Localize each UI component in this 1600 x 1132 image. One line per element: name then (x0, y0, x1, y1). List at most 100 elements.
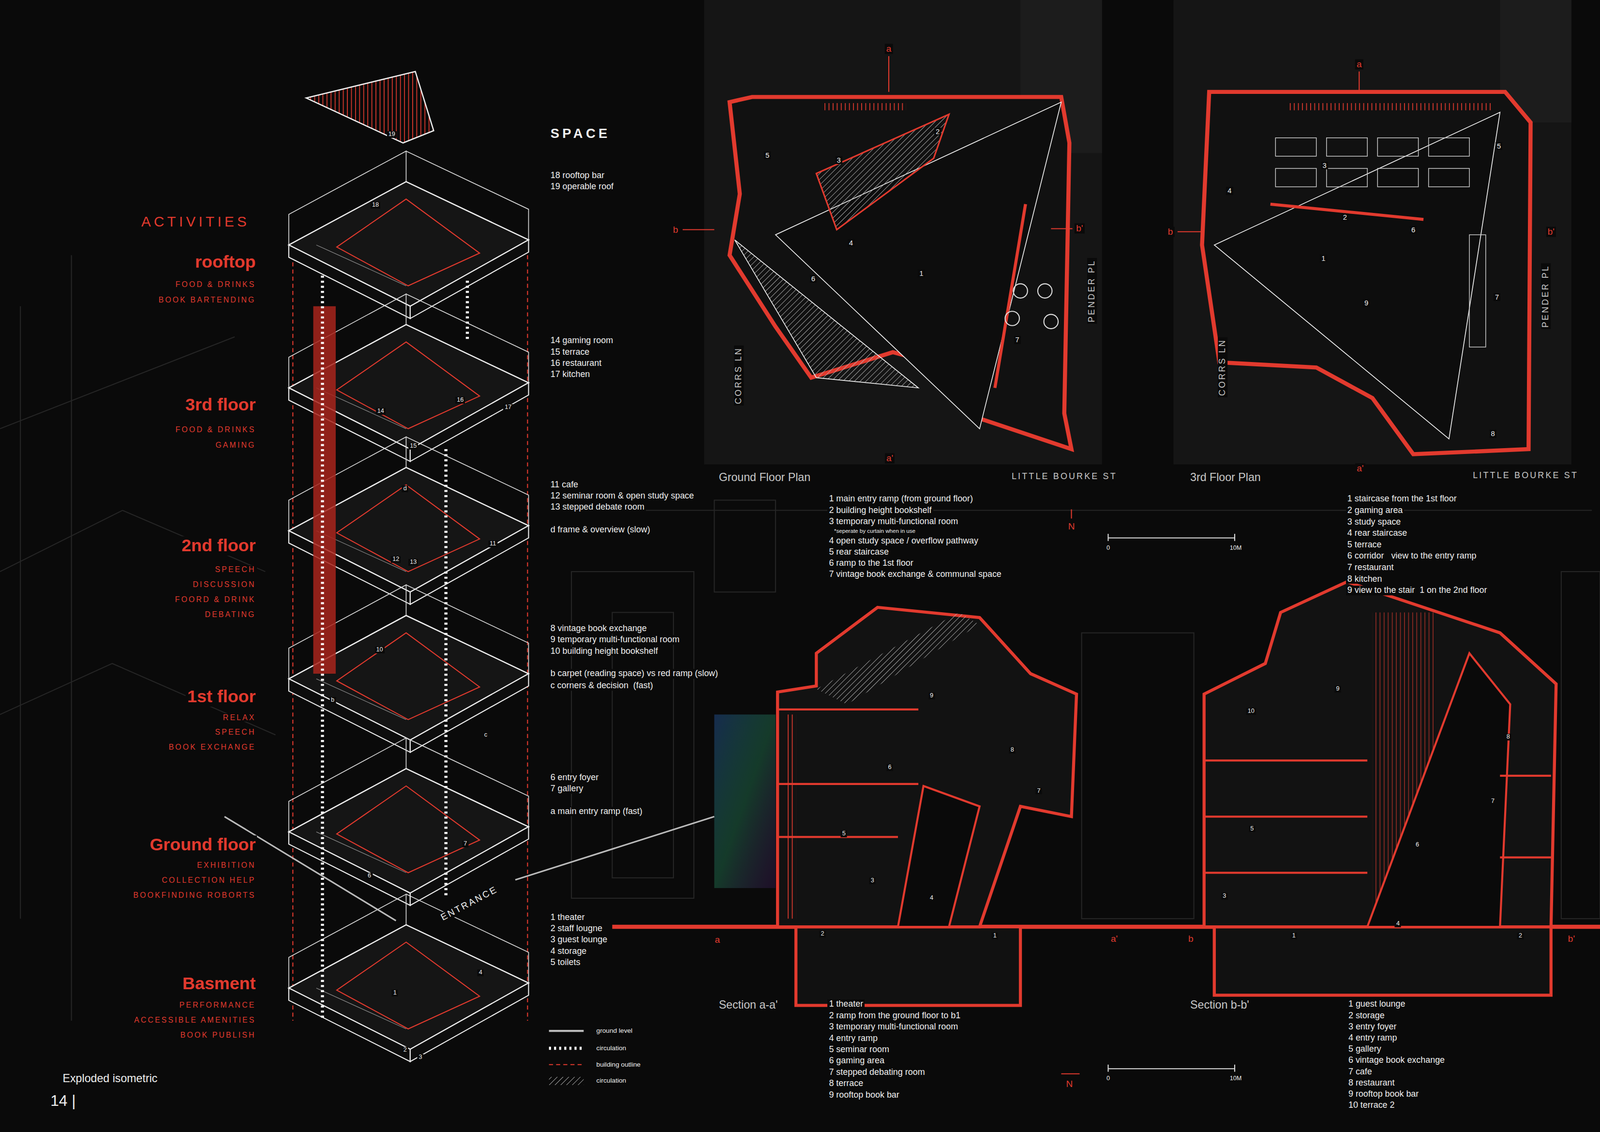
ground-floor-plan (888, 56, 890, 92)
section-marker: a' (1355, 463, 1365, 474)
scale-label: 10M (1228, 544, 1244, 552)
section-marker: a' (1109, 933, 1120, 944)
callout-number: 1 (917, 269, 925, 278)
key-item: 4 entry ramp (827, 1033, 880, 1044)
callout-number: 9 (1362, 299, 1370, 307)
key-item: 4 open study space / overflow pathway (827, 536, 980, 546)
space-item: b carpet (reading space) vs red ramp (sl… (549, 668, 720, 679)
scale-bars (1107, 537, 1235, 539)
activity-item: EXHIBITION (195, 861, 257, 870)
callout-number: 2 (402, 1046, 409, 1054)
third-floor-plan (1358, 71, 1360, 92)
callout-number: 6 (366, 872, 373, 880)
callout-number: 1 (991, 932, 999, 940)
key-item: 7 restaurant (1345, 562, 1396, 573)
plan-context (703, 0, 1572, 465)
ground-floor-plan (1013, 283, 1028, 299)
key-item: 3 temporary multi-functional room (827, 1021, 960, 1032)
sections (795, 926, 1021, 1005)
key-item: 6 corridor view to the entry ramp (1345, 551, 1479, 562)
city-context (0, 510, 266, 572)
plan-title: 3rd Floor Plan (1188, 471, 1263, 484)
exploded-isometric (313, 306, 336, 674)
key-item: 5 rear staircase (827, 547, 890, 557)
callout-number: d (402, 485, 409, 493)
ground-floor-plan (682, 56, 1073, 449)
scale-bars (1061, 1073, 1080, 1075)
exploded-isometric (288, 150, 529, 319)
key-item: 3 study space (1345, 517, 1403, 527)
legend-samples (549, 1046, 584, 1050)
third-floor-plan (1428, 137, 1470, 157)
space-item: 1 theater (549, 912, 587, 923)
key-item: 8 terrace (827, 1078, 865, 1089)
callout-number: 3 (1320, 161, 1328, 170)
section-heading: SPACE (549, 126, 613, 141)
section-marker: b (1186, 933, 1196, 944)
space-item: a main entry ramp (fast) (549, 806, 644, 817)
space-item: 18 rooftop bar (549, 170, 607, 181)
callout-number: 16 (455, 396, 465, 404)
activity-item: FOOD & DRINKS (174, 280, 258, 289)
callout-number: c (482, 731, 489, 739)
sections (777, 782, 919, 785)
callout-number: 4 (928, 894, 935, 902)
callout-number: 9 (1334, 685, 1341, 693)
exploded-isometric (320, 275, 324, 1021)
activity-item: BOOK BARTENDING (157, 295, 258, 304)
activity-item: DISCUSSION (191, 580, 258, 589)
key-item: 1 main entry ramp (from ground floor) (827, 493, 975, 504)
legend-text: circulation (595, 1076, 629, 1085)
callout-number: 7 (1489, 797, 1496, 805)
callout-number: 6 (809, 274, 817, 283)
sections (1214, 926, 1552, 995)
city-context (0, 336, 235, 429)
callout-number: 3 (1221, 892, 1228, 900)
section-title: Section a-a' (717, 999, 780, 1012)
city-context (0, 663, 276, 735)
space-item: 14 gaming room (549, 336, 615, 346)
callout-number: 14 (375, 407, 386, 415)
section-heading: ACTIVITIES (139, 213, 252, 229)
note: *seperate by curtain when in use (832, 527, 917, 534)
third-floor-plan (1214, 112, 1501, 439)
section-title: Section b-b' (1188, 999, 1251, 1012)
section-marker: a (884, 44, 894, 55)
third-floor-plan (1275, 168, 1316, 187)
space-item: 9 temporary multi-functional room (549, 635, 682, 645)
callout-number: 4 (1226, 186, 1233, 195)
key-item: 8 kitchen (1345, 574, 1384, 584)
sections (1204, 815, 1368, 818)
scale-bars (1234, 533, 1236, 541)
callout-number: 5 (1248, 825, 1256, 833)
exploded-isometric (306, 71, 434, 144)
sections (816, 612, 980, 704)
third-floor-plan (1177, 71, 1531, 455)
callout-number: 8 (1505, 733, 1512, 741)
exploded-isometric (292, 254, 294, 1021)
callout-number: 6 (1414, 841, 1421, 849)
callout-number: 2 (1341, 213, 1349, 222)
city-context (571, 571, 694, 898)
sections (1499, 774, 1551, 777)
space-item: c corners & decision (fast) (549, 680, 655, 691)
exploded-isometric (515, 816, 715, 880)
callout-number: 3 (835, 156, 843, 165)
street-name: CORRS LN (733, 345, 744, 406)
third-floor-plan (1428, 168, 1470, 187)
activity-item: BOOK PUBLISH (179, 1030, 258, 1039)
callout-number: 11 (488, 540, 498, 548)
activity-item: BOOKFINDING ROBORTS (132, 890, 258, 899)
plan-context (1173, 0, 1572, 465)
space-item: 12 seminar room & open study space (549, 491, 696, 501)
plan-title: Ground Floor Plan (717, 471, 812, 484)
section-marker: b' (1074, 223, 1085, 234)
callout-number: 5 (1495, 141, 1503, 150)
section-marker: b' (1546, 226, 1556, 237)
space-item: 15 terrace (549, 347, 592, 358)
sections (612, 581, 1600, 1005)
north-arrow: N (1066, 521, 1077, 532)
section-marker: b (671, 224, 680, 235)
